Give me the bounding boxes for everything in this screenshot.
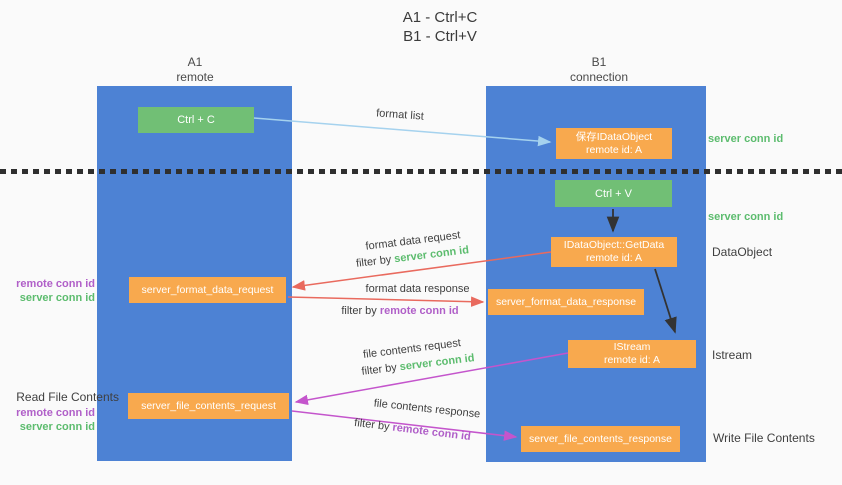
node-save-idataobject-line2: remote id: A — [585, 143, 643, 156]
label-write-file-contents: Write File Contents — [713, 431, 815, 445]
node-istream-line2: remote id: A — [603, 354, 661, 366]
diagram-title: A1 - Ctrl+C B1 - Ctrl+V — [355, 8, 525, 46]
node-getdata-line1: IDataObject::GetData — [563, 239, 665, 251]
filter-key-server-2: server conn id — [399, 352, 476, 374]
node-save-idataobject: 保存IDataObject remote id: A — [556, 128, 672, 159]
label-server-conn-id-left1: server conn id — [19, 292, 95, 304]
node-format-request-label: server_format_data_request — [141, 284, 274, 296]
column-a-name: A1 — [187, 55, 203, 69]
label-remote-conn-id-left2: remote conn id — [16, 407, 95, 419]
label-server-conn-id-left2: server conn id — [19, 421, 95, 433]
filter-by-text-4: filter by — [353, 416, 391, 434]
arrow-format-data-response — [287, 296, 485, 307]
filter-by-text-3: filter by — [360, 361, 398, 378]
node-format-request: server_format_data_request — [129, 277, 286, 303]
label-istream: Istream — [712, 348, 753, 362]
separator-dotted-line — [0, 169, 842, 174]
label-file-contents-response: file contents response — [373, 397, 481, 421]
label-dataobject: DataObject — [712, 245, 773, 259]
node-ctrl-v: Ctrl + V — [555, 180, 672, 207]
label-server-conn-id-top: server conn id — [708, 133, 784, 145]
node-file-request: server_file_contents_request — [128, 393, 289, 419]
node-format-response: server_format_data_response — [488, 289, 644, 315]
filter-by-text-2: filter by — [341, 305, 377, 317]
node-ctrl-c: Ctrl + C — [138, 107, 254, 133]
column-b-name: B1 — [591, 55, 607, 69]
filter-key-remote-2: remote conn id — [391, 421, 472, 444]
filter-key-remote-1: remote conn id — [379, 305, 459, 317]
node-ctrl-v-label: Ctrl + V — [595, 187, 632, 200]
label-remote-conn-id-left1: remote conn id — [16, 278, 95, 290]
label-read-file-contents: Read File Contents — [16, 390, 119, 404]
node-istream: IStream remote id: A — [568, 340, 696, 368]
column-b-header: B1 connection — [549, 55, 649, 85]
node-getdata-line2: remote id: A — [585, 252, 643, 264]
label-format-list: format list — [375, 107, 425, 123]
filter-by-text-1: filter by — [355, 253, 393, 270]
column-b-subtitle: connection — [569, 70, 629, 84]
label-format-data-response: format data response — [365, 283, 470, 295]
diagram-title-line2: B1 - Ctrl+V — [403, 28, 477, 45]
node-getdata: IDataObject::GetData remote id: A — [551, 237, 677, 267]
node-file-request-label: server_file_contents_request — [141, 400, 276, 412]
node-format-response-label: server_format_data_response — [495, 296, 637, 308]
column-a-header: A1 remote — [145, 55, 245, 85]
node-ctrl-c-label: Ctrl + C — [177, 114, 215, 126]
node-istream-line1: IStream — [613, 341, 651, 353]
node-save-idataobject-line1: 保存IDataObject — [575, 130, 653, 143]
diagram-title-line1: A1 - Ctrl+C — [402, 9, 478, 26]
column-a-subtitle: remote — [176, 70, 214, 84]
label-server-conn-id-mid: server conn id — [708, 211, 784, 223]
node-file-response: server_file_contents_response — [521, 426, 680, 452]
node-file-response-label: server_file_contents_response — [528, 433, 672, 445]
